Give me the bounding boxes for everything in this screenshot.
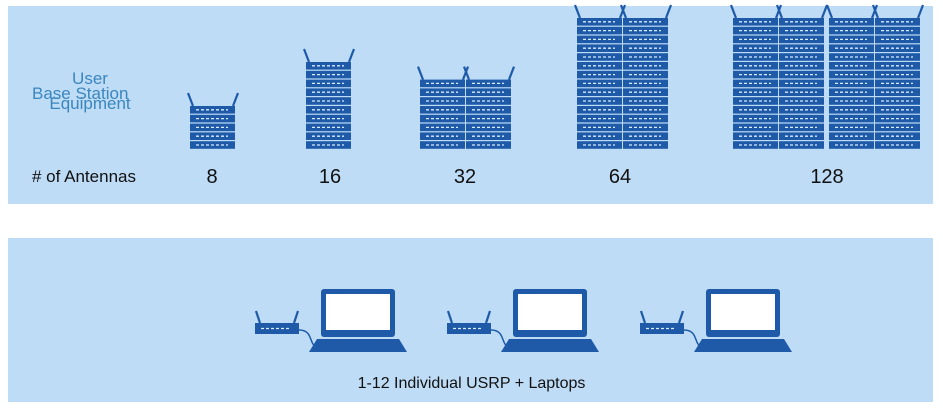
usrp-laptop-pair (254, 289, 407, 352)
laptop-icon (309, 289, 407, 352)
antenna-icon (573, 4, 582, 19)
base-station-label: Base Station (32, 84, 129, 103)
user-equipment-label-line2: Equipment (49, 94, 131, 113)
antenna-icon (916, 4, 925, 19)
antenna-icon (507, 66, 516, 80)
base-station-stacks (186, 4, 925, 149)
antenna-icon (231, 92, 240, 107)
antenna-icon (302, 48, 311, 63)
antenna-icon (825, 4, 834, 19)
usrp-laptop-pair (446, 289, 599, 352)
antenna-icon (664, 4, 673, 19)
antenna-icon (347, 48, 356, 63)
user-equipment-caption: 1-12 Individual USRP + Laptops (357, 375, 586, 392)
antenna-count-16: 16 (318, 166, 342, 188)
radio-stack-8 (186, 92, 240, 149)
usrp-laptop-pair (639, 289, 792, 352)
antenna-icon (871, 4, 880, 19)
antenna-icon (775, 4, 784, 19)
antenna-icon (186, 92, 195, 107)
laptop-icon (501, 289, 599, 352)
antenna-icon (462, 66, 471, 80)
antenna-count-32: 32 (453, 166, 477, 188)
radio-stack-64 (573, 4, 673, 149)
usrp-icon (446, 310, 492, 334)
radio-stack-32 (416, 66, 516, 149)
usrp-icon (254, 310, 300, 334)
antenna-count-128: 128 (810, 166, 844, 188)
user-equipment-label-line1: User (72, 69, 108, 88)
antenna-icon (820, 4, 829, 19)
antenna-icon (729, 4, 738, 19)
antenna-count-64: 64 (608, 166, 632, 188)
base-station-panel (8, 6, 933, 204)
user-equipment-label: User Equipment (40, 66, 140, 116)
radio-stack-128 (729, 4, 925, 149)
radio-stack-16 (302, 48, 356, 149)
usrp-icon (639, 310, 685, 334)
laptop-icon (694, 289, 792, 352)
antenna-icon (619, 4, 628, 19)
antenna-count-8: 8 (206, 166, 218, 188)
antenna-icon (416, 66, 425, 80)
antennas-label: # of Antennas (32, 167, 136, 186)
